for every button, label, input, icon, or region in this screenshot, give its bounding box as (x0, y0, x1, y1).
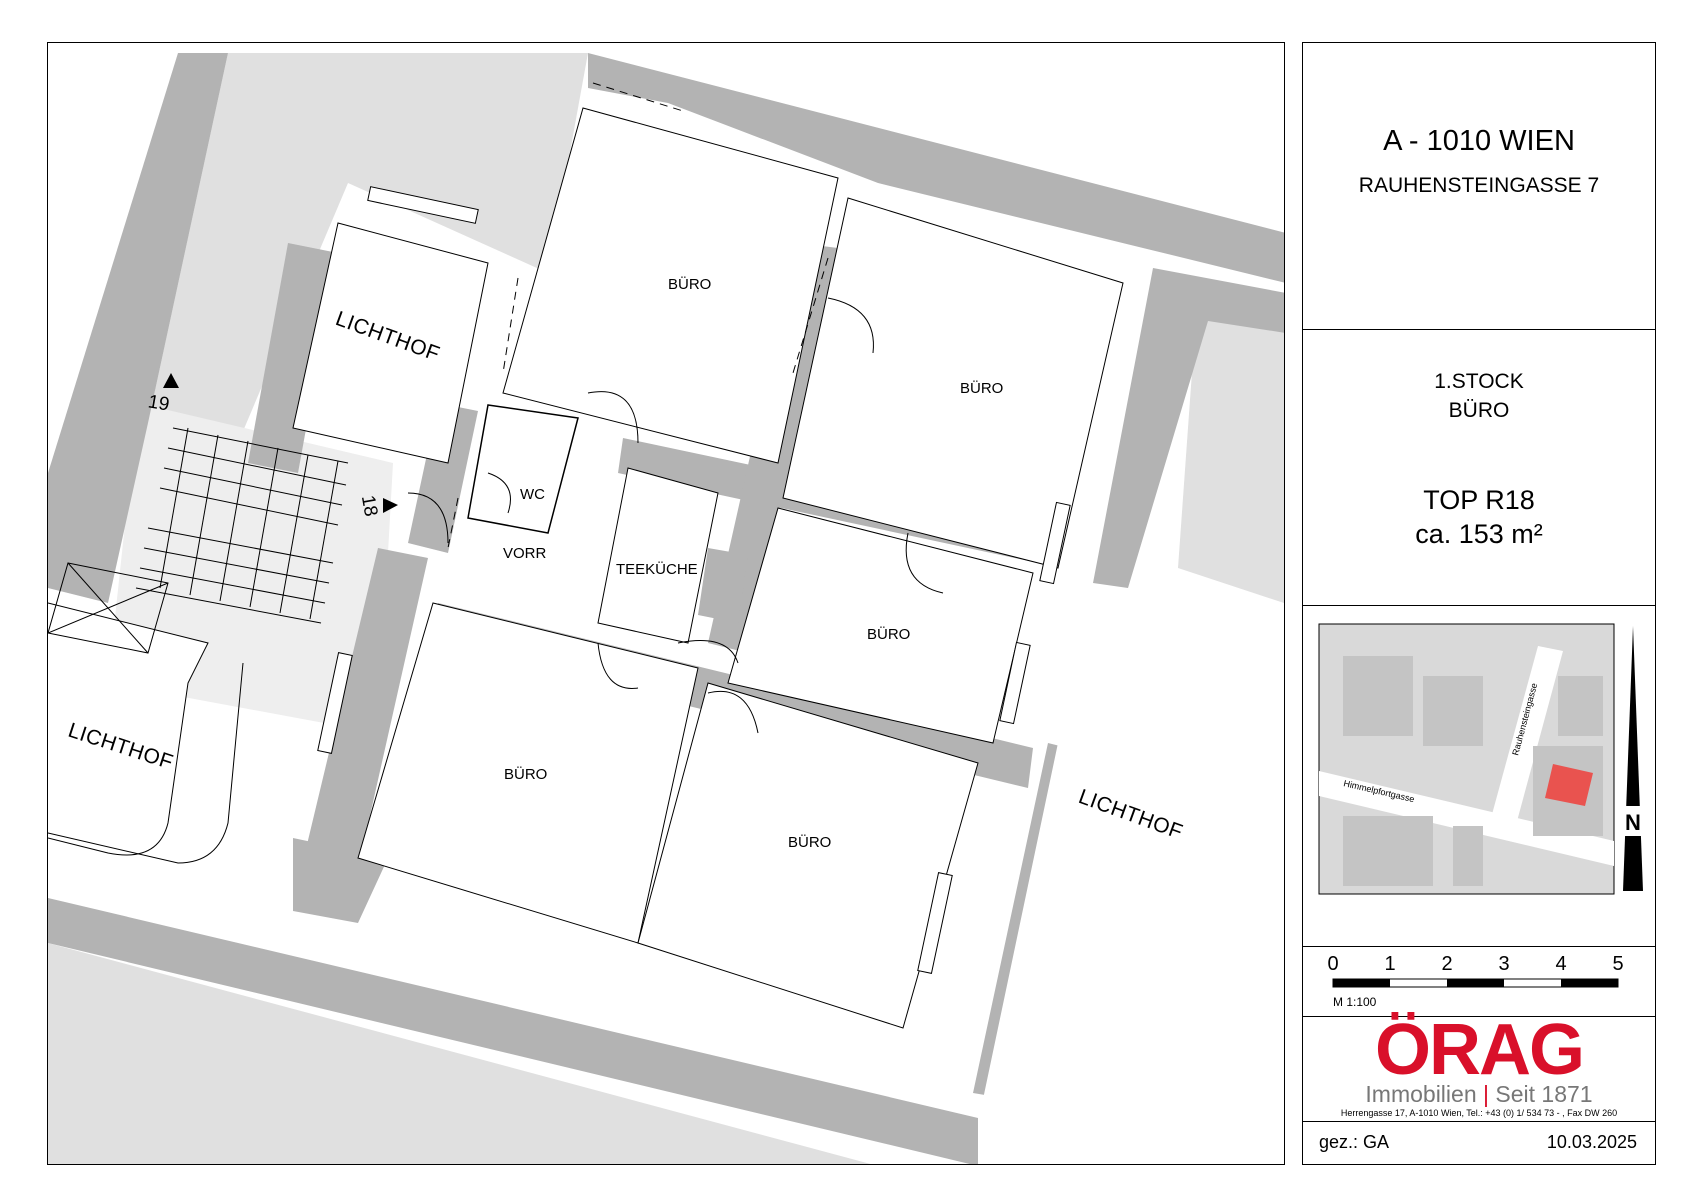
footer-section: gez.: GA 10.03.2025 (1303, 1122, 1655, 1164)
outer-wall-south-street (48, 898, 978, 1164)
drawn-by: gez.: GA (1319, 1132, 1390, 1152)
outer-wall-northwest (48, 53, 228, 603)
window-marks (317, 186, 1071, 974)
skylight-cross-2 (48, 582, 169, 634)
stair-arrow-19 (163, 373, 179, 388)
unit-top: TOP R18 (1423, 485, 1535, 515)
room-label-buero-1: BÜRO (668, 276, 712, 293)
staircase-steps (135, 427, 349, 624)
room-label-wc: WC (520, 486, 545, 503)
property-highlight (1545, 764, 1593, 806)
outer-wall-north (588, 53, 1284, 283)
location-map: Himmelpfortgasse Rauhensteingasse N (1318, 623, 1645, 895)
address-street: RAUHENSTEINGASSE 7 (1358, 174, 1600, 197)
outer-wall-east (1093, 268, 1284, 588)
scale-bar: 0 1 2 3 4 5 M 1:100 (1327, 953, 1623, 1009)
room-buero-1 (502, 107, 839, 464)
north-label: N (1625, 810, 1641, 835)
room-wc (467, 404, 579, 534)
floor-plan-drawing (48, 53, 1284, 1164)
neighbour-building-east (1178, 288, 1284, 603)
scale-tick-3: 3 (1498, 953, 1509, 975)
unit-section: 1.STOCK BÜRO TOP R18 ca. 153 m² (1303, 330, 1655, 606)
brand-tagline: Immobilien | Seit 1871 (1303, 1081, 1655, 1108)
scale-tick-0: 0 (1327, 953, 1338, 975)
neighbour-building-north (148, 53, 588, 443)
address-section: A - 1010 WIEN RAUHENSTEINGASSE 7 (1303, 43, 1655, 330)
company-contact: Herrengasse 17, A-1010 Wien, Tel.: +43 (… (1340, 1108, 1618, 1118)
room-label-vorr: VORR (503, 545, 547, 562)
scale-section: 0 1 2 3 4 5 M 1:100 (1303, 947, 1655, 1017)
unit-area: ca. 153 m² (1415, 519, 1543, 549)
room-label-buero-2: BÜRO (960, 380, 1004, 397)
tagline-divider: | (1483, 1081, 1496, 1107)
dashed-openings (447, 82, 829, 549)
partition-lichthof-wall (248, 243, 338, 473)
north-arrow (1623, 626, 1643, 891)
core-wall-small (698, 548, 748, 623)
partition-wc-wall (408, 403, 478, 553)
scale-tick-5: 5 (1612, 953, 1623, 975)
address-city: A - 1010 WIEN (1383, 125, 1575, 157)
title-block: A - 1010 WIEN RAUHENSTEINGASSE 7 1.STOCK… (1302, 42, 1656, 1165)
floor-plan-frame: BÜRO BÜRO BÜRO BÜRO BÜRO WC VORR TEEKÜCH… (47, 42, 1285, 1165)
unit-floor: 1.STOCK (1434, 370, 1524, 393)
street-curb (48, 662, 244, 864)
unit-usage: BÜRO (1448, 399, 1510, 422)
stair-arrow-18 (383, 498, 398, 513)
room-label-teekueche: TEEKÜCHE (616, 561, 698, 578)
tagline-right: Seit 1871 (1495, 1081, 1593, 1107)
brand-logo: ÖRAG (1375, 1010, 1585, 1090)
room-buero-5 (637, 682, 979, 1029)
scale-tick-2: 2 (1441, 953, 1452, 975)
door-swings (407, 297, 944, 734)
room-buero-2 (782, 197, 1124, 569)
stair-number-18: 18 (356, 493, 382, 519)
scale-tick-4: 4 (1555, 953, 1566, 975)
room-buero-3 (727, 507, 1034, 744)
wall-west-lower (293, 548, 428, 913)
stair-number-19: 19 (146, 391, 171, 416)
lichthof-east-outline (978, 633, 1284, 1164)
room-teekueche (597, 467, 719, 644)
room-label-buero-3: BÜRO (867, 626, 911, 643)
street-area (48, 943, 871, 1164)
tagline-left: Immobilien (1365, 1081, 1477, 1107)
logo-section: ÖRAG Immobilien | Seit 1871 Herrengasse … (1303, 1010, 1655, 1122)
room-label-buero-5: BÜRO (788, 834, 832, 851)
room-lichthof-inner (292, 222, 489, 464)
location-map-section: Himmelpfortgasse Rauhensteingasse N (1303, 606, 1655, 947)
room-label-buero-4: BÜRO (504, 766, 548, 783)
scale-ratio: M 1:100 (1333, 995, 1377, 1009)
plan-date: 10.03.2025 (1546, 1132, 1637, 1152)
lichthof-west-outline (48, 602, 209, 856)
scale-tick-1: 1 (1384, 953, 1395, 975)
